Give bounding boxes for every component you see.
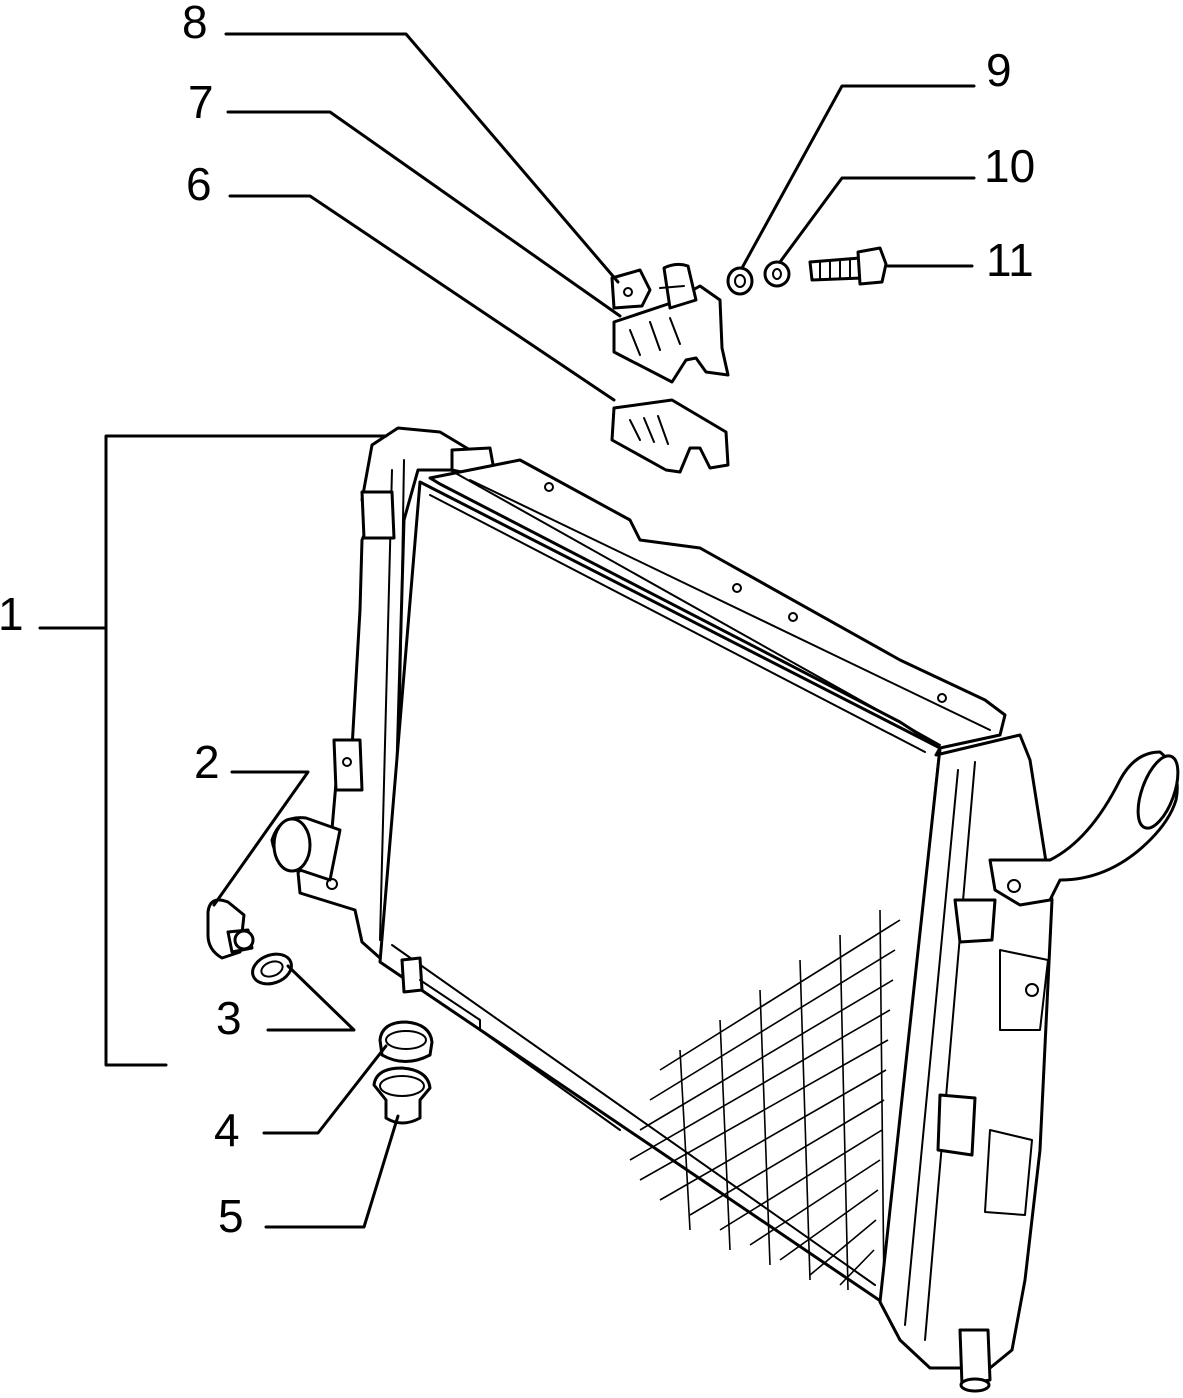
right-bottom-peg	[958, 1328, 992, 1387]
part-4-grommet	[378, 1020, 434, 1063]
leader-6	[228, 194, 616, 402]
core-fin-grid	[629, 909, 901, 1296]
part-2-bleed-screw	[206, 898, 255, 960]
part-11-bolt	[808, 246, 888, 286]
label-2: 2	[194, 736, 220, 788]
label-11: 11	[986, 234, 1034, 286]
callout-labels: 1 2 3 4 5 6 7 8 9 10 11	[0, 0, 1035, 1242]
leader-7	[226, 110, 622, 318]
right-lower-bracket	[936, 1093, 977, 1157]
part-9-washer	[726, 266, 754, 296]
part-3-o-ring	[251, 952, 293, 986]
part-8-clip-nut	[610, 268, 685, 310]
leader-2	[212, 770, 310, 907]
leader-lines	[38, 32, 976, 1229]
left-bottom-peg	[400, 956, 424, 994]
label-6: 6	[186, 158, 212, 210]
leader-9	[740, 84, 976, 270]
part-5-plug	[372, 1066, 432, 1125]
leader-5	[264, 1114, 400, 1229]
leader-10	[778, 176, 976, 264]
label-9: 9	[986, 44, 1012, 96]
label-7: 7	[188, 76, 214, 128]
leader-4	[262, 1044, 388, 1135]
label-10: 10	[984, 140, 1035, 192]
radiator-assembly	[270, 426, 1180, 1393]
radiator-core	[378, 480, 942, 1304]
left-upper-bracket	[360, 490, 396, 540]
leader-3	[266, 964, 356, 1032]
part-10-spring-washer	[763, 260, 791, 288]
label-3: 3	[216, 992, 242, 1044]
label-8: 8	[182, 0, 208, 48]
leader-8	[224, 32, 620, 284]
label-5: 5	[218, 1190, 244, 1242]
label-4: 4	[214, 1104, 240, 1156]
right-upper-bracket	[953, 898, 997, 944]
part-6-rubber-cushion	[610, 398, 730, 474]
label-1: 1	[0, 588, 24, 640]
